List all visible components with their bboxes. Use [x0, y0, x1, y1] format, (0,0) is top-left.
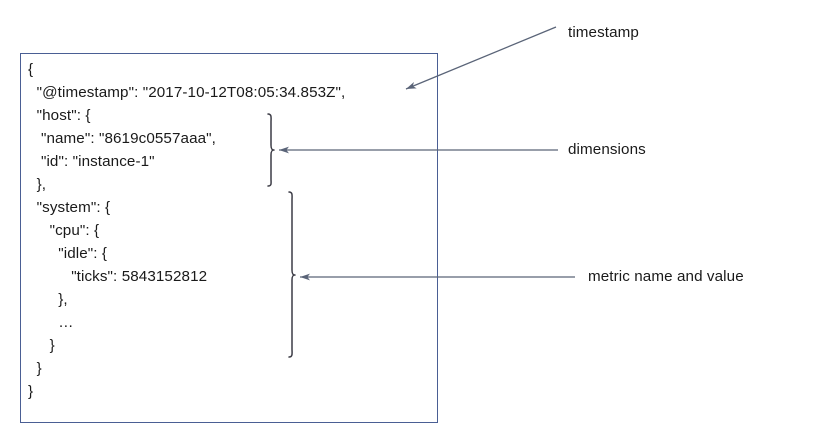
json-document-box: [20, 53, 438, 423]
annotation-label-timestamp: timestamp: [568, 24, 639, 41]
json-document-text: { "@timestamp": "2017-10-12T08:05:34.853…: [28, 61, 346, 400]
annotation-label-dimensions: dimensions: [568, 141, 646, 158]
annotation-label-metric: metric name and value: [588, 268, 744, 285]
